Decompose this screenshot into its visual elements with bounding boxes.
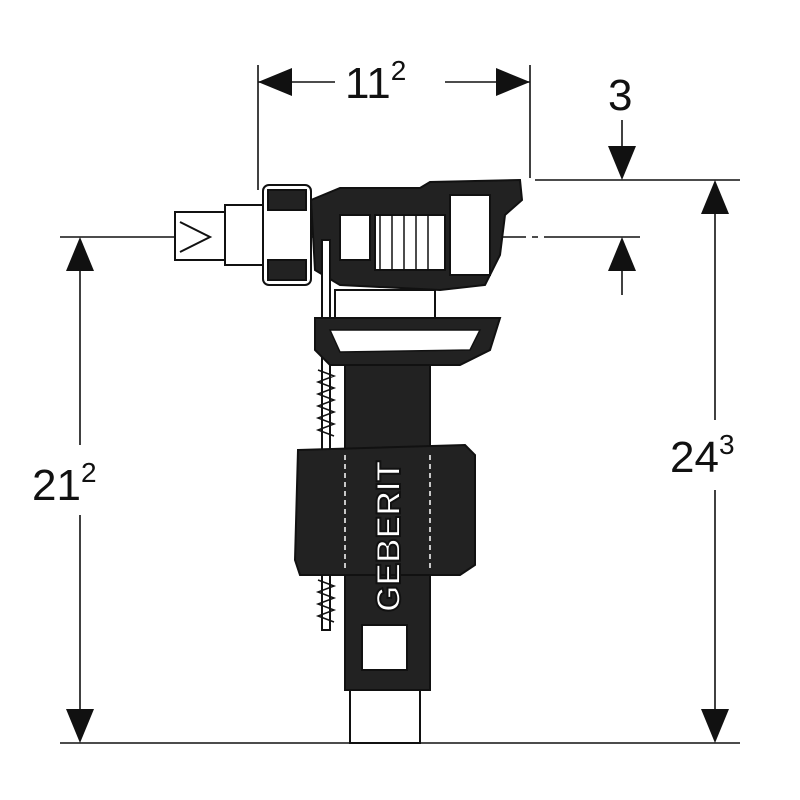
dimension-width-label: 112 [345, 55, 406, 108]
brand-logo: GEBERIT [370, 461, 408, 612]
dimension-total-height-label: 243 [670, 429, 735, 482]
dimension-inlet-height-label: 212 [32, 457, 97, 510]
dimension-top-offset-label: 3 [608, 71, 632, 120]
dimension-arrows [66, 68, 729, 743]
valve-body [174, 178, 524, 744]
